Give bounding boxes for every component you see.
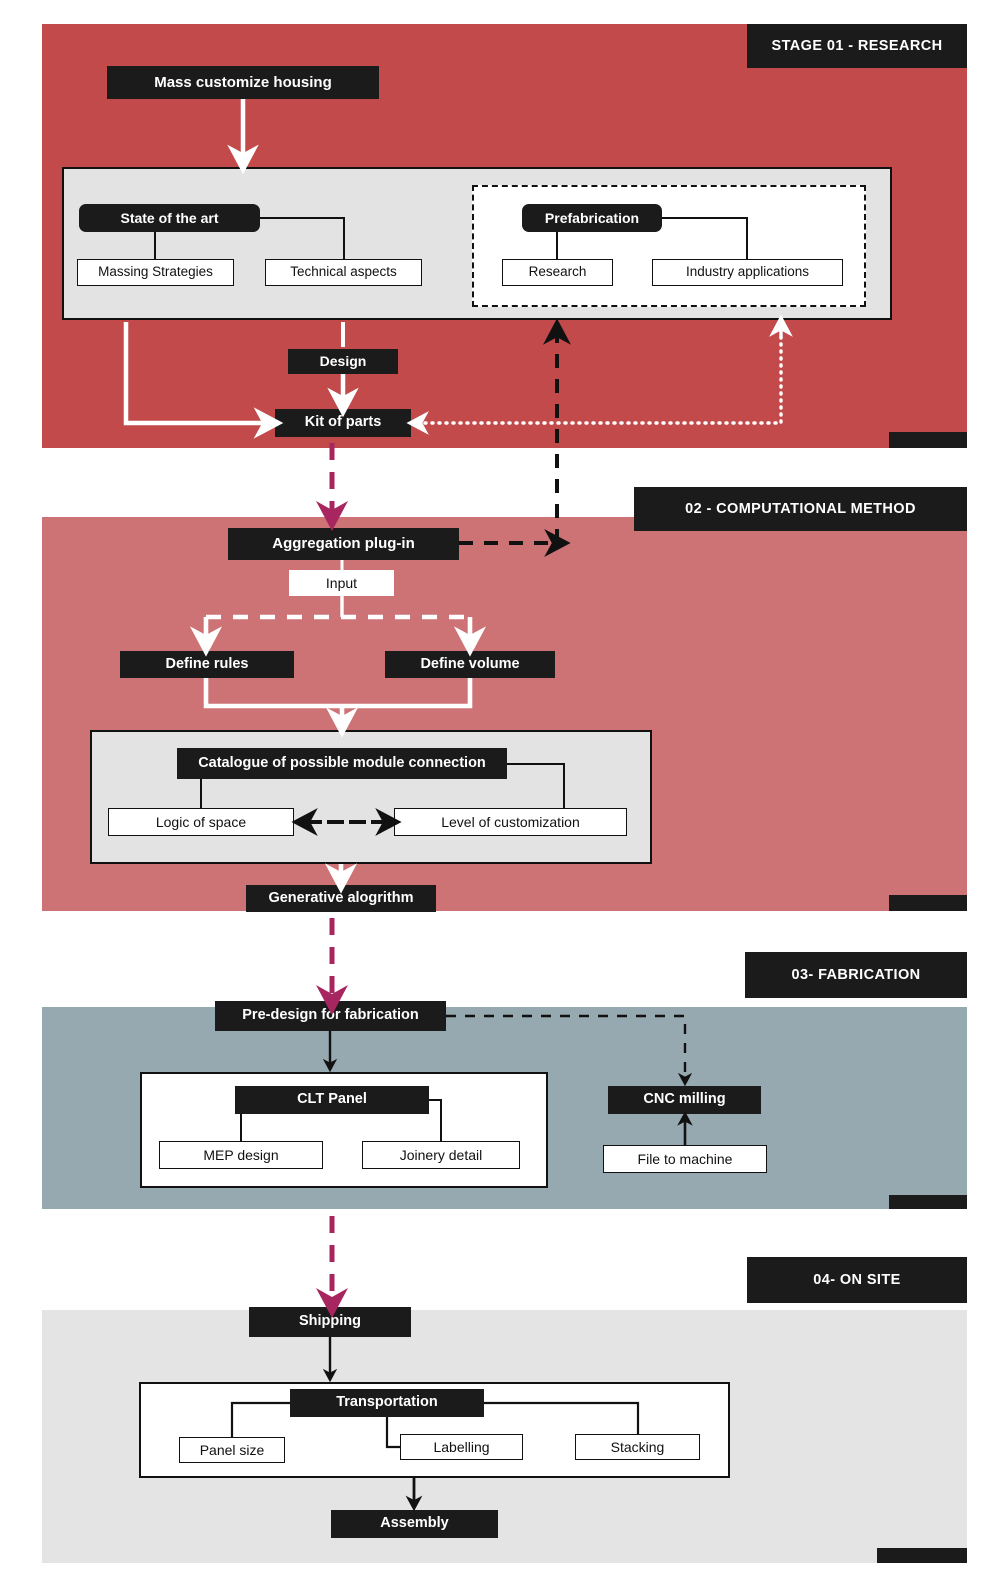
- node-design-label: Design: [319, 353, 367, 370]
- node-technical-aspects-label: Technical aspects: [290, 264, 397, 280]
- node-labelling-label: Labelling: [433, 1438, 490, 1455]
- node-assembly-label: Assembly: [380, 1515, 449, 1532]
- stage-03-header: 03- FABRICATION: [745, 952, 967, 998]
- node-design[interactable]: Design: [288, 349, 398, 374]
- node-transportation-label: Transportation: [336, 1394, 438, 1411]
- node-panel-size[interactable]: Panel size: [179, 1437, 285, 1463]
- node-mass-customize-housing-label: Mass customize housing: [154, 73, 332, 91]
- node-stacking-label: Stacking: [610, 1438, 665, 1455]
- node-define-rules[interactable]: Define rules: [120, 651, 294, 678]
- node-joinery-detail-label: Joinery detail: [399, 1146, 483, 1163]
- node-cnc-milling[interactable]: CNC milling: [608, 1086, 761, 1114]
- node-assembly[interactable]: Assembly: [331, 1510, 498, 1538]
- stage-03-corner-accent: [889, 1195, 967, 1209]
- node-labelling[interactable]: Labelling: [400, 1434, 523, 1460]
- node-define-rules-label: Define rules: [165, 655, 249, 672]
- node-level-of-customization[interactable]: Level of customization: [394, 808, 627, 836]
- stage-01-corner-accent: [889, 432, 967, 448]
- node-aggregation-plugin-label: Aggregation plug-in: [272, 535, 415, 553]
- node-generative-algorithm-label: Generative alogrithm: [268, 889, 414, 906]
- node-prefabrication-label: Prefabrication: [544, 209, 640, 226]
- node-clt-panel-label: CLT Panel: [297, 1091, 367, 1108]
- node-clt-panel[interactable]: CLT Panel: [235, 1086, 429, 1114]
- node-panel-size-label: Panel size: [199, 1441, 265, 1458]
- node-pre-design-for-fabrication[interactable]: Pre-design for fabrication: [215, 1001, 446, 1031]
- node-prefabrication[interactable]: Prefabrication: [522, 204, 662, 232]
- stage-02-corner-accent: [889, 895, 967, 911]
- node-file-to-machine-label: File to machine: [637, 1150, 733, 1167]
- node-catalogue-label: Catalogue of possible module connection: [198, 754, 486, 771]
- node-aggregation-plugin[interactable]: Aggregation plug-in: [228, 528, 459, 560]
- node-level-of-customization-label: Level of customization: [441, 813, 580, 830]
- node-define-volume[interactable]: Define volume: [385, 651, 555, 678]
- node-joinery-detail[interactable]: Joinery detail: [362, 1141, 520, 1169]
- stage-01-header-label: STAGE 01 - RESEARCH: [771, 38, 943, 54]
- stage-04-corner-accent: [877, 1548, 967, 1563]
- node-industry-applications[interactable]: Industry applications: [652, 259, 843, 286]
- stage-02-header: 02 - COMPUTATIONAL METHOD: [634, 487, 967, 531]
- node-pre-design-label: Pre-design for fabrication: [242, 1007, 419, 1024]
- stage-02-header-label: 02 - COMPUTATIONAL METHOD: [685, 501, 916, 517]
- node-massing-strategies[interactable]: Massing Strategies: [77, 259, 234, 286]
- node-kit-of-parts[interactable]: Kit of parts: [275, 409, 411, 437]
- stage-04-header: 04- ON SITE: [747, 1257, 967, 1303]
- stage-04-header-label: 04- ON SITE: [813, 1272, 901, 1288]
- node-research-label: Research: [528, 264, 587, 280]
- node-shipping-label: Shipping: [298, 1313, 361, 1330]
- stage-03-header-label: 03- FABRICATION: [791, 967, 921, 983]
- node-mass-customize-housing[interactable]: Mass customize housing: [107, 66, 379, 99]
- node-logic-of-space[interactable]: Logic of space: [108, 808, 294, 836]
- node-input[interactable]: Input: [289, 570, 394, 596]
- node-kit-of-parts-label: Kit of parts: [304, 414, 382, 431]
- node-cnc-milling-label: CNC milling: [643, 1091, 726, 1108]
- node-mep-design-label: MEP design: [203, 1146, 279, 1163]
- node-technical-aspects[interactable]: Technical aspects: [265, 259, 422, 286]
- node-mep-design[interactable]: MEP design: [159, 1141, 323, 1169]
- node-research[interactable]: Research: [502, 259, 613, 286]
- node-generative-algorithm[interactable]: Generative alogrithm: [246, 885, 436, 912]
- stage-01-header: STAGE 01 - RESEARCH: [747, 24, 967, 68]
- node-define-volume-label: Define volume: [420, 655, 520, 672]
- node-state-of-the-art-label: State of the art: [120, 209, 219, 226]
- node-logic-of-space-label: Logic of space: [155, 813, 247, 830]
- node-catalogue[interactable]: Catalogue of possible module connection: [177, 748, 507, 779]
- node-file-to-machine[interactable]: File to machine: [603, 1145, 767, 1173]
- node-stacking[interactable]: Stacking: [575, 1434, 700, 1460]
- node-state-of-the-art[interactable]: State of the art: [79, 204, 260, 232]
- node-industry-applications-label: Industry applications: [685, 264, 810, 280]
- node-massing-strategies-label: Massing Strategies: [98, 264, 213, 280]
- node-input-label: Input: [325, 574, 358, 591]
- node-transportation[interactable]: Transportation: [290, 1389, 484, 1417]
- node-shipping[interactable]: Shipping: [249, 1307, 411, 1337]
